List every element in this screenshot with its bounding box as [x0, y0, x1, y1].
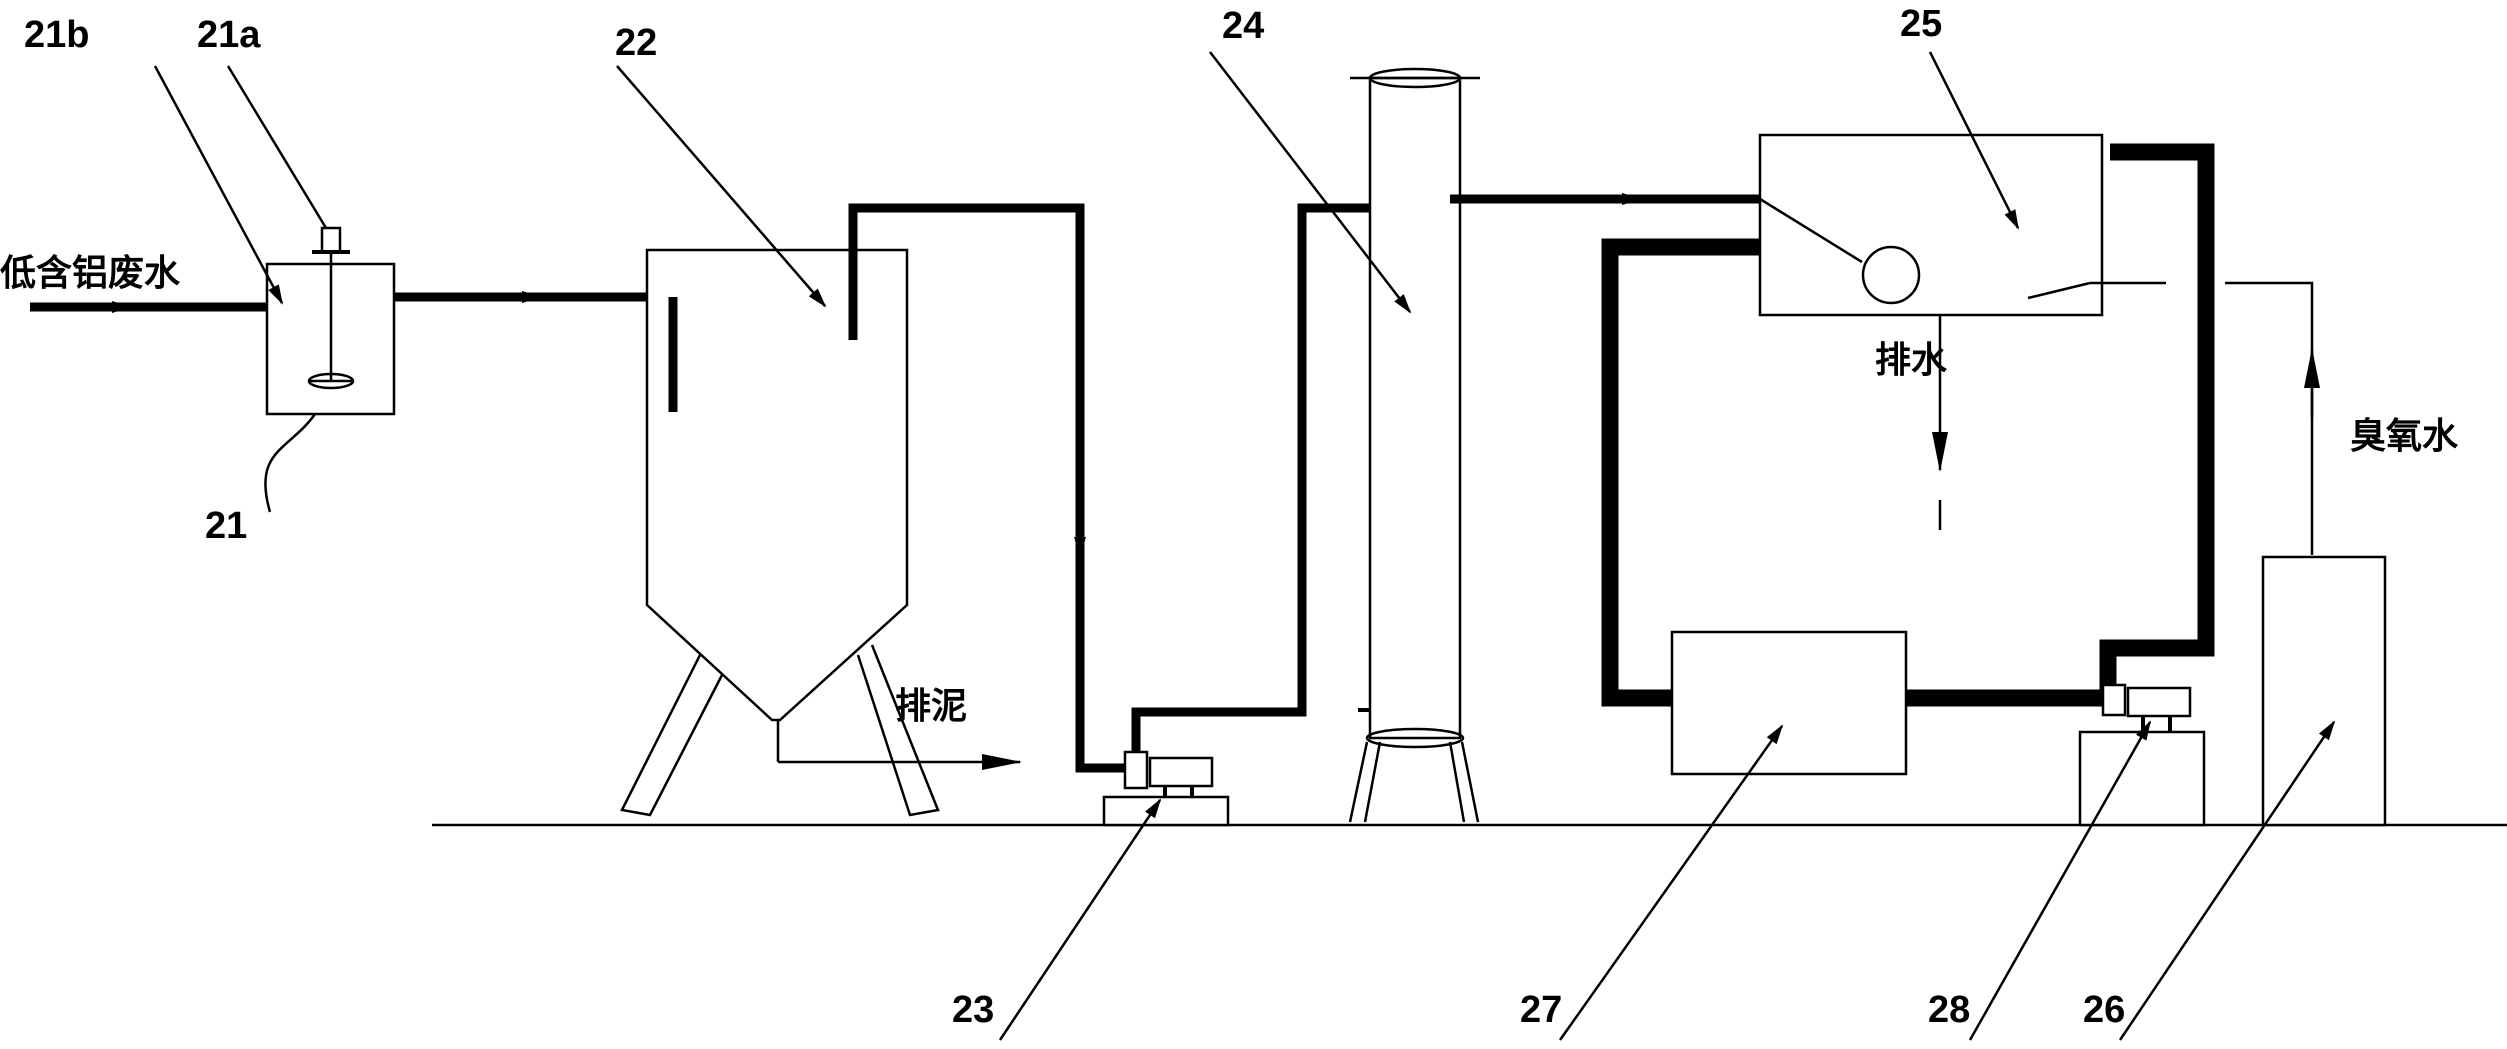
ozone-mixer-25: [1758, 133, 2166, 317]
pump-28: [2078, 683, 2206, 827]
reaction-column-24: [1348, 67, 1480, 823]
leader-lines: [153, 51, 2336, 1041]
sludge-label: 排泥: [895, 686, 967, 727]
label-28: 28: [1928, 989, 1970, 1031]
ejector-circle: [1861, 245, 1921, 305]
ozone-water-label: 臭氧水: [2350, 416, 2459, 457]
label-22: 22: [615, 22, 657, 64]
pipe-22-to-pump-23: [848, 203, 1130, 773]
drain-label: 排水: [1875, 340, 1948, 381]
label-24: 24: [1222, 5, 1264, 47]
inlet-label: 低含铝废水: [0, 253, 181, 294]
label-21b: 21b: [24, 14, 89, 56]
storage-tank-27: [1670, 630, 1908, 776]
ozone-generator-26: [2261, 555, 2387, 827]
recirculation-loop-riser: [2099, 143, 2215, 690]
mixing-tank-21: [265, 226, 396, 416]
label-21: 21: [205, 505, 247, 547]
pump-23: [1102, 750, 1230, 827]
label-27: 27: [1520, 989, 1562, 1031]
label-21a: 21a: [197, 14, 261, 56]
label-26: 26: [2083, 989, 2125, 1031]
pipe-pump-23-to-24: [1131, 203, 1370, 752]
label-25: 25: [1900, 3, 1942, 45]
sedimentation-tank-22: [620, 248, 1022, 817]
ozone-water-line: [2225, 281, 2314, 555]
stirrer-motor-21a: [320, 226, 342, 254]
label-23: 23: [952, 989, 994, 1031]
recirculation-loop-left: [1601, 238, 1760, 707]
